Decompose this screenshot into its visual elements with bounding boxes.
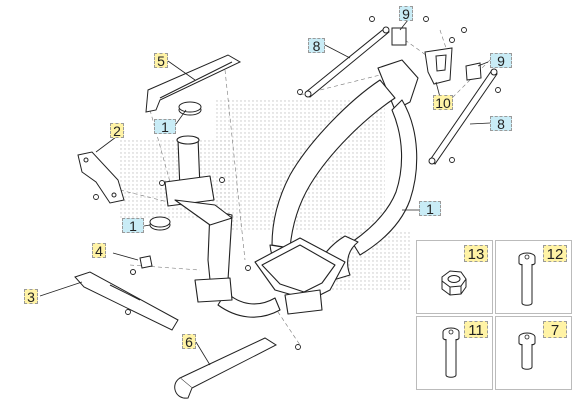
callout-10: 10	[433, 95, 453, 111]
callout-8-upper: 8	[308, 38, 325, 54]
hardware-label-7: 7	[543, 321, 567, 339]
hardware-card-short-bolt: 7	[495, 316, 572, 390]
callout-6: 6	[182, 334, 196, 350]
medium-bolt-icon	[442, 327, 460, 378]
hardware-label-12: 12	[543, 245, 567, 263]
clip-4	[130, 255, 153, 275]
callout-3: 3	[24, 289, 38, 305]
bracket-2	[77, 151, 125, 204]
bracket-6	[174, 337, 278, 399]
long-bolt-icon	[518, 252, 536, 306]
callout-2: 2	[110, 123, 124, 139]
brace-8-right	[428, 68, 498, 165]
nut-icon	[441, 270, 467, 296]
callout-9-upper: 9	[399, 6, 413, 22]
hardware-label-11: 11	[464, 321, 488, 339]
brace-8-upper	[304, 26, 390, 98]
short-bolt-icon	[518, 332, 536, 370]
callout-1-frame: 1	[419, 201, 441, 217]
callout-5: 5	[154, 53, 168, 69]
fasteners	[93, 16, 501, 350]
callout-4: 4	[92, 243, 106, 259]
callout-1-ring-upper: 1	[154, 119, 176, 135]
callout-1-ring-lower: 1	[122, 218, 144, 234]
hardware-card-long-bolt: 12	[495, 240, 572, 314]
bracket-5	[145, 54, 242, 113]
bracket-3	[74, 271, 179, 331]
hardware-card-medium-bolt: 11	[416, 316, 493, 390]
hardware-card-nut: 13	[416, 240, 493, 314]
callout-9-right: 9	[490, 53, 512, 69]
callout-8-right: 8	[490, 116, 512, 132]
bracket-10	[424, 47, 453, 85]
main-frame	[164, 59, 419, 318]
hardware-label-13: 13	[464, 245, 488, 263]
